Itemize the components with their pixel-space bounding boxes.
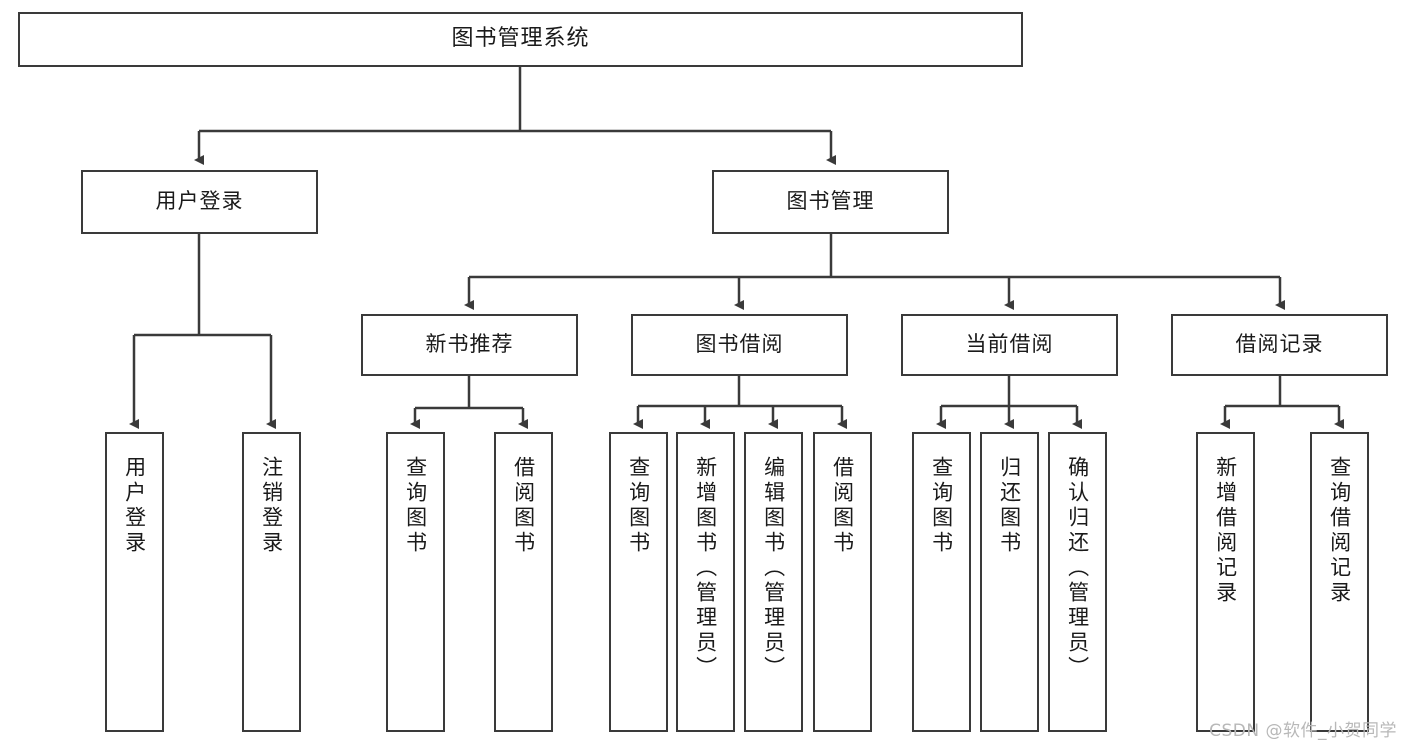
node-label: 新书推荐 bbox=[425, 332, 514, 357]
node-current-borrow[interactable]: 当前借阅 bbox=[901, 314, 1118, 376]
node-label: 编辑图书（管理员） bbox=[761, 456, 786, 681]
csdn-watermark: CSDN @软件_小贺同学 bbox=[1209, 721, 1397, 741]
node-book-management[interactable]: 图书管理 bbox=[712, 170, 949, 234]
leaf-current-borrow-confirm[interactable]: 确认归还（管理员） bbox=[1048, 432, 1107, 732]
node-label: 借阅记录 bbox=[1235, 332, 1324, 357]
node-label: 归还图书 bbox=[997, 456, 1022, 556]
node-new-book-recommend[interactable]: 新书推荐 bbox=[361, 314, 578, 376]
leaf-book-borrow-edit[interactable]: 编辑图书（管理员） bbox=[744, 432, 803, 732]
node-label: 用户登录 bbox=[155, 189, 244, 214]
node-label: 新增图书（管理员） bbox=[693, 456, 718, 681]
node-user-login[interactable]: 用户登录 bbox=[81, 170, 318, 234]
node-label: 图书管理系统 bbox=[451, 26, 590, 52]
leaf-book-borrow-lend[interactable]: 借阅图书 bbox=[813, 432, 872, 732]
leaf-user-login-signout[interactable]: 注销登录 bbox=[242, 432, 301, 732]
leaf-user-login-signin[interactable]: 用户登录 bbox=[105, 432, 164, 732]
node-label: 用户登录 bbox=[122, 456, 147, 556]
node-label: 图书管理 bbox=[786, 189, 875, 214]
node-book-borrow[interactable]: 图书借阅 bbox=[631, 314, 848, 376]
node-label: 查询图书 bbox=[403, 456, 428, 556]
node-label: 图书借阅 bbox=[695, 332, 784, 357]
leaf-new-book-borrow[interactable]: 借阅图书 bbox=[494, 432, 553, 732]
node-label: 借阅图书 bbox=[830, 456, 855, 556]
leaf-book-borrow-add[interactable]: 新增图书（管理员） bbox=[676, 432, 735, 732]
node-label: 借阅图书 bbox=[511, 456, 536, 556]
leaf-borrow-record-add[interactable]: 新增借阅记录 bbox=[1196, 432, 1255, 732]
node-borrow-record[interactable]: 借阅记录 bbox=[1171, 314, 1388, 376]
node-root-system[interactable]: 图书管理系统 bbox=[18, 12, 1023, 67]
node-label: 确认归还（管理员） bbox=[1065, 456, 1090, 681]
node-label: 新增借阅记录 bbox=[1213, 456, 1238, 606]
leaf-book-borrow-query[interactable]: 查询图书 bbox=[609, 432, 668, 732]
leaf-current-borrow-return[interactable]: 归还图书 bbox=[980, 432, 1039, 732]
leaf-borrow-record-query[interactable]: 查询借阅记录 bbox=[1310, 432, 1369, 732]
leaf-new-book-query[interactable]: 查询图书 bbox=[386, 432, 445, 732]
leaf-current-borrow-query[interactable]: 查询图书 bbox=[912, 432, 971, 732]
node-label: 查询图书 bbox=[626, 456, 651, 556]
node-label: 查询借阅记录 bbox=[1327, 456, 1352, 606]
node-label: 当前借阅 bbox=[965, 332, 1054, 357]
node-label: 注销登录 bbox=[259, 456, 284, 556]
node-label: 查询图书 bbox=[929, 456, 954, 556]
